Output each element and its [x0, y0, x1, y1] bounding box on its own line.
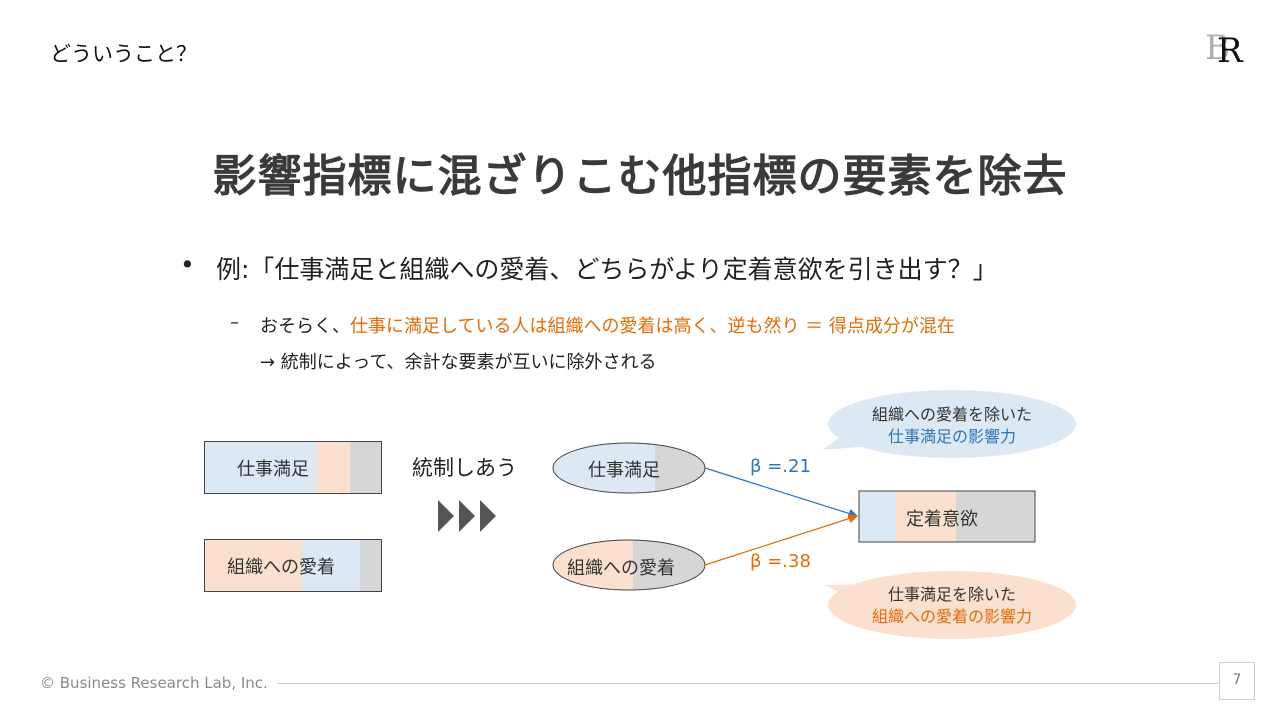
- attachment-ellipse-label: 組織への愛着: [567, 558, 675, 579]
- attachment-bar-peach-segment: [205, 540, 302, 591]
- chevron-arrows-icon: [438, 500, 496, 532]
- job-satisfaction-bar: 仕事満足: [204, 441, 382, 494]
- sub-bullet-item: – おそらく、 仕事に満足している人は組織への愛着は高く、逆も然り ＝ 得点成分…: [230, 312, 955, 338]
- bottom-callout-text: 仕事満足を除いた 組織への愛着の影響力: [840, 584, 1064, 628]
- job-ellipse-label: 仕事満足: [588, 460, 660, 481]
- job-to-outcome-arrow: [704, 467, 859, 519]
- attachment-bar-label: 組織への愛着: [227, 556, 335, 578]
- brand-logo: B R: [1205, 28, 1244, 66]
- page-title: 影響指標に混ざりこむ他指標の要素を除去: [212, 151, 1068, 202]
- sub-bullet-line2: → 統制によって、余計な要素が互いに除外される: [260, 352, 657, 373]
- job-beta-label: β =.21: [750, 456, 811, 477]
- attachment-beta-label: β =.38: [750, 551, 811, 572]
- attachment-to-outcome-arrow: [704, 514, 859, 566]
- bottom-callout-line1: 仕事満足を除いた: [887, 585, 1016, 604]
- bullet-text: 例:「仕事満足と組織への愛着、どちらがより定着意欲を引き出す？」: [216, 255, 998, 284]
- attachment-bar-blue-segment: [302, 540, 360, 591]
- mutual-control-label: 統制しあう: [412, 456, 517, 480]
- job-bar-peach-segment: [317, 442, 350, 493]
- svg-text:R: R: [1217, 31, 1244, 66]
- attachment-bar: 組織への愛着: [204, 539, 382, 592]
- outcome-label: 定着意欲: [906, 509, 978, 530]
- bullet-dot: •: [180, 250, 195, 279]
- attachment-bar-gray-segment: [360, 540, 381, 591]
- job-bar-label: 仕事満足: [237, 458, 309, 480]
- sub-bullet-highlight: 仕事に満足している人は組織への愛着は高く、逆も然り ＝ 得点成分が混在: [350, 316, 955, 337]
- bottom-callout-line2: 組織への愛着の影響力: [871, 607, 1032, 626]
- svg-text:B: B: [1205, 28, 1230, 66]
- footer-copyright: © Business Research Lab, Inc.: [40, 674, 268, 692]
- footer-divider: [278, 683, 1218, 684]
- section-label: どういうこと？: [50, 42, 197, 66]
- bullet-item: • 例:「仕事満足と組織への愛着、どちらがより定着意欲を引き出す？」: [180, 250, 998, 286]
- outcome-bar: [858, 490, 1036, 543]
- page-number: 7: [1219, 662, 1255, 700]
- sub-bullet-prefix: おそらく、: [260, 316, 350, 337]
- sub-bullet-dash: –: [230, 312, 239, 333]
- bottom-callout-bubble: [824, 571, 1076, 639]
- top-callout-line1: 組織への愛着を除いた: [871, 405, 1032, 424]
- job-bar-gray-segment: [350, 442, 381, 493]
- top-callout-text: 組織への愛着を除いた 仕事満足の影響力: [840, 404, 1064, 448]
- top-callout-bubble: [822, 390, 1076, 458]
- job-bar-blue-segment: [205, 442, 317, 493]
- top-callout-line2: 仕事満足の影響力: [887, 427, 1016, 446]
